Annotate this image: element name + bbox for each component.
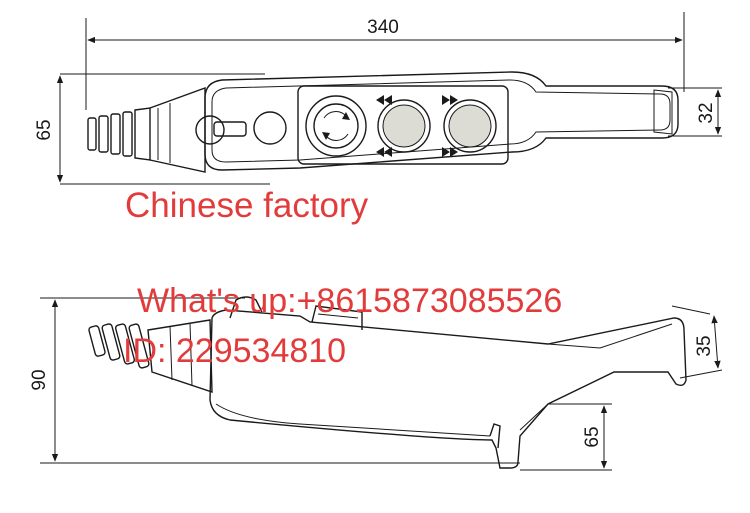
double-arrow-right-icon xyxy=(442,147,458,157)
dim-length-label: 340 xyxy=(367,17,399,38)
rotate-arrow-icon xyxy=(322,132,330,140)
handle-end xyxy=(653,89,673,135)
top-view: 340 65 32 xyxy=(34,12,722,185)
push-button-left[interactable] xyxy=(382,104,426,148)
double-arrow-left-icon xyxy=(376,95,392,105)
button-panel xyxy=(297,85,509,165)
dim-height-label: 65 xyxy=(34,119,55,140)
indicator-lamp xyxy=(253,111,287,145)
button-top-edge xyxy=(317,313,359,319)
push-button-left-outer xyxy=(377,99,431,153)
side-view: 90 35 65 xyxy=(29,296,723,471)
grip-edge xyxy=(519,403,549,431)
push-button-right-outer xyxy=(443,99,497,153)
button-top xyxy=(311,305,363,330)
housing-side-upper-edge xyxy=(547,323,673,349)
rotate-arrow-icon xyxy=(342,112,350,120)
rear-hook xyxy=(489,423,501,449)
extension-line xyxy=(679,369,723,379)
housing-inner-outline xyxy=(211,79,671,163)
push-button-right[interactable] xyxy=(448,104,492,148)
housing-outline xyxy=(204,71,679,171)
dim-grip-label: 65 xyxy=(582,426,603,447)
cable-gland-side xyxy=(88,319,213,393)
key-switch xyxy=(195,115,247,145)
housing-side-outline xyxy=(209,309,687,469)
double-arrow-left-icon xyxy=(376,147,392,157)
whatsapp-watermark: What's up:+8615873085526 xyxy=(137,282,563,320)
double-arrow-right-icon xyxy=(442,95,458,105)
extension-line xyxy=(671,305,711,315)
dim-handle-label: 35 xyxy=(694,335,715,356)
emergency-stop-button[interactable] xyxy=(305,95,367,157)
factory-watermark: Chinese factory xyxy=(125,186,369,225)
housing-side-lower-edge xyxy=(215,403,491,437)
cable-gland xyxy=(87,87,206,173)
dim-handle-label: 32 xyxy=(696,102,717,123)
lamp-top xyxy=(229,296,263,319)
dimension-line-handle xyxy=(711,315,721,369)
direction-arrows xyxy=(376,95,458,157)
dim-height-label: 90 xyxy=(29,369,50,390)
wechat-id-watermark: ID: 229534810 xyxy=(123,332,347,370)
